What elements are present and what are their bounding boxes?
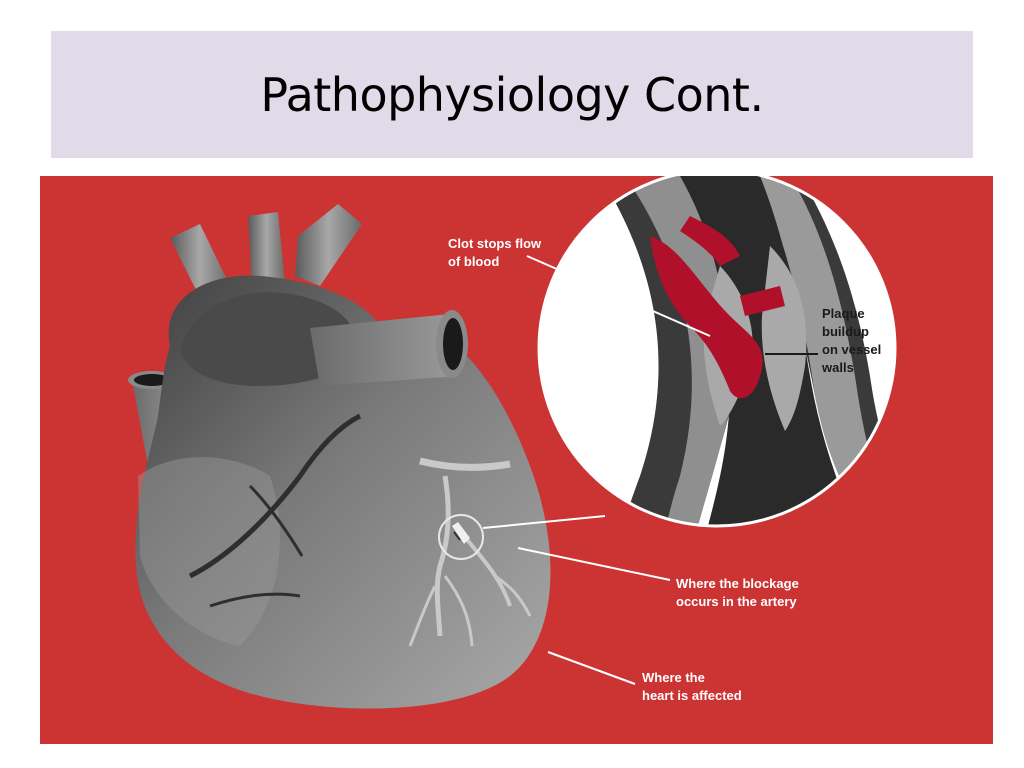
blockage-site-marker — [438, 514, 484, 560]
blockage-label-line2: occurs in the artery — [676, 594, 797, 609]
zoom-connector-line — [482, 515, 606, 529]
affected-leader-line — [547, 651, 636, 685]
plaque-label-line4: walls — [821, 360, 854, 375]
clot-label-line2: of blood — [448, 254, 499, 269]
clot-label-line1: Clot stops flow — [448, 236, 542, 251]
affected-label-line1: Where the — [642, 670, 705, 685]
blockage-leader-line — [517, 547, 671, 581]
clot-label: Clot stops flow of blood — [448, 236, 542, 269]
heart-illustration — [128, 204, 551, 709]
clot-leader-line — [526, 255, 711, 337]
plaque-label: Plaque buildup on vessel walls — [821, 306, 881, 375]
plaque-label-line1: Plaque — [822, 306, 865, 321]
blockage-label: Where the blockage occurs in the artery — [676, 576, 799, 609]
affected-label-line2: heart is affected — [642, 688, 742, 703]
heart-blockage-diagram: Clot stops flow of blood Plaque buildup … — [40, 176, 993, 744]
blockage-label-line1: Where the blockage — [676, 576, 799, 591]
plaque-label-line2: buildup — [822, 324, 869, 339]
slide-title: Pathophysiology Cont. — [260, 67, 764, 122]
affected-label: Where the heart is affected — [642, 670, 742, 703]
title-banner: Pathophysiology Cont. — [51, 31, 973, 158]
plaque-label-line3: on vessel — [822, 342, 881, 357]
